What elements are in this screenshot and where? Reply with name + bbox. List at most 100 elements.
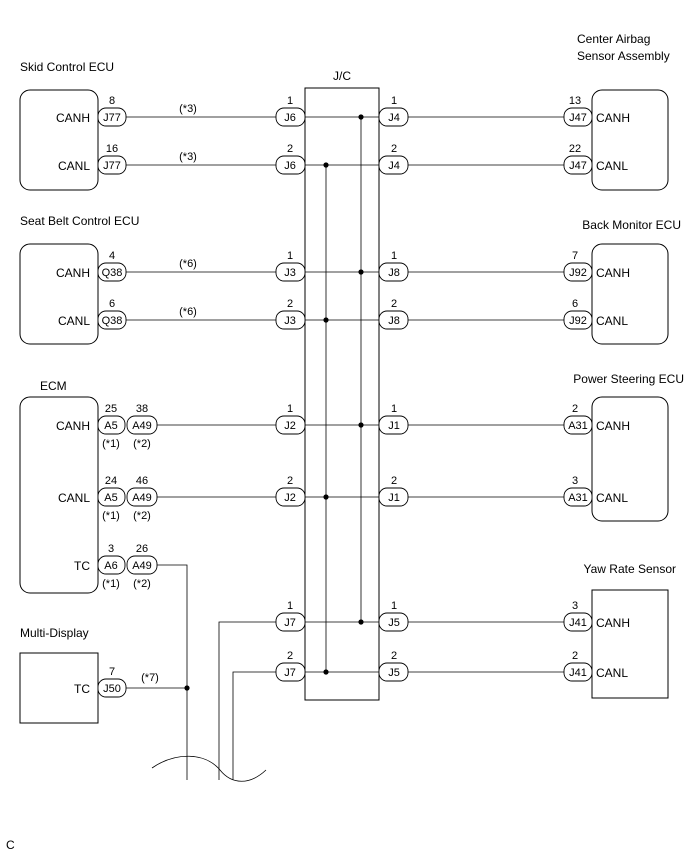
pin-number: 6 — [572, 298, 578, 310]
connector-name: J50 — [103, 683, 121, 695]
airbag-canh-label: CANH — [596, 111, 630, 125]
connector-name: J41 — [569, 617, 587, 629]
center-airbag-sensor-box — [591, 89, 669, 191]
multi-tc-label: TC — [74, 682, 90, 696]
pin-number: 8 — [109, 95, 115, 107]
yaw-rate-sensor-box — [591, 589, 669, 699]
connector-note: (*2) — [133, 578, 151, 590]
backmon-canh-label: CANH — [596, 266, 630, 280]
pin-number: 1 — [287, 600, 293, 612]
connector-name: A49 — [132, 420, 152, 432]
pin-number: 1 — [391, 403, 397, 415]
pin-number: 1 — [391, 600, 397, 612]
connector-name: J3 — [284, 267, 296, 279]
connector-pills — [97, 107, 593, 698]
pin-number: 3 — [108, 543, 114, 555]
pin-number: 7 — [572, 250, 578, 262]
back-monitor-ecu-title: Back Monitor ECU — [582, 218, 681, 232]
junction-connector-box — [304, 87, 380, 701]
connector-note: (*1) — [102, 578, 120, 590]
skid-control-ecu-title: Skid Control ECU — [20, 60, 114, 74]
multi-display-box — [19, 652, 99, 724]
pin-number: 2 — [287, 298, 293, 310]
figure-code: C — [6, 838, 15, 852]
pin-number: 13 — [569, 95, 581, 107]
pin-number: 46 — [136, 475, 148, 487]
pin-number: 2 — [572, 650, 578, 662]
pin-number: 26 — [136, 543, 148, 555]
connector-note: (*1) — [102, 510, 120, 522]
seat-belt-control-ecu-box — [19, 243, 99, 345]
connector-name: J6 — [284, 112, 296, 124]
connector-names: J77 J77 Q38 Q38 A5 A49 A5 A49 A6 A49 J50… — [102, 112, 588, 695]
pin-number: 22 — [569, 143, 581, 155]
pin-number: 4 — [109, 250, 115, 262]
skid-canl-label: CANL — [58, 159, 90, 173]
skid-canh-label: CANH — [56, 111, 90, 125]
power-steering-ecu-box — [591, 396, 669, 522]
connector-name: J47 — [569, 112, 587, 124]
seat-belt-control-ecu-title: Seat Belt Control ECU — [20, 214, 139, 228]
back-monitor-ecu-box — [591, 243, 669, 345]
connector-name: J3 — [284, 315, 296, 327]
wire-note: (*3) — [179, 151, 197, 163]
pin-number: 2 — [391, 143, 397, 155]
connector-name: Q38 — [102, 267, 123, 279]
pin-number: 25 — [105, 403, 117, 415]
pin-number: 1 — [287, 403, 293, 415]
wire-note: (*6) — [179, 258, 197, 270]
connector-name: A49 — [132, 492, 152, 504]
connector-name: A49 — [132, 560, 152, 572]
airbag-title-line2: Sensor Assembly — [577, 49, 670, 63]
ecm-title: ECM — [40, 379, 67, 393]
seat-canl-label: CANL — [58, 314, 90, 328]
connector-name: J1 — [388, 420, 400, 432]
connector-name: J4 — [388, 160, 400, 172]
connector-name: J8 — [388, 315, 400, 327]
pin-number: 24 — [105, 475, 117, 487]
ecm-canh-label: CANH — [56, 419, 90, 433]
wire-notes: (*3) (*3) (*6) (*6) (*7) — [141, 103, 197, 684]
connector-name: J1 — [388, 492, 400, 504]
connector-name: J77 — [103, 160, 121, 172]
pin-number: 6 — [109, 298, 115, 310]
pin-number: 1 — [391, 95, 397, 107]
pin-number: 1 — [287, 250, 293, 262]
harness-break-mark — [151, 755, 267, 782]
connector-name: J5 — [388, 617, 400, 629]
connector-name: J5 — [388, 667, 400, 679]
multi-display-title: Multi-Display — [20, 626, 89, 640]
connector-note: (*2) — [133, 510, 151, 522]
connector-name: J7 — [284, 667, 296, 679]
wire-j7-canh — [218, 621, 276, 780]
connector-name: A5 — [104, 492, 117, 504]
connector-name: J7 — [284, 617, 296, 629]
pin-number: 2 — [287, 475, 293, 487]
pin-number: 2 — [572, 403, 578, 415]
pin-number: 7 — [109, 666, 115, 678]
seat-canh-label: CANH — [56, 266, 90, 280]
connector-name: A6 — [104, 560, 117, 572]
pin-number: 38 — [136, 403, 148, 415]
wire-ecm-tc — [157, 564, 188, 780]
pin-number: 2 — [287, 143, 293, 155]
connector-note: (*2) — [133, 438, 151, 450]
connector-name: J41 — [569, 667, 587, 679]
pin-number: 2 — [391, 650, 397, 662]
junction-dots — [184, 114, 364, 691]
connector-name: J8 — [388, 267, 400, 279]
pin-number: 1 — [391, 250, 397, 262]
wire-note: (*6) — [179, 306, 197, 318]
jc-title: J/C — [333, 69, 351, 83]
airbag-title-line1: Center Airbag — [577, 32, 650, 46]
connector-name: J2 — [284, 492, 296, 504]
yaw-rate-sensor-title: Yaw Rate Sensor — [584, 562, 677, 576]
ecm-tc-label: TC — [74, 559, 90, 573]
airbag-canl-label: CANL — [596, 159, 628, 173]
wire-j7-canl — [232, 671, 276, 780]
connector-name: J4 — [388, 112, 400, 124]
connector-name: J47 — [569, 160, 587, 172]
connector-name: J92 — [569, 315, 587, 327]
pin-number: 2 — [391, 475, 397, 487]
